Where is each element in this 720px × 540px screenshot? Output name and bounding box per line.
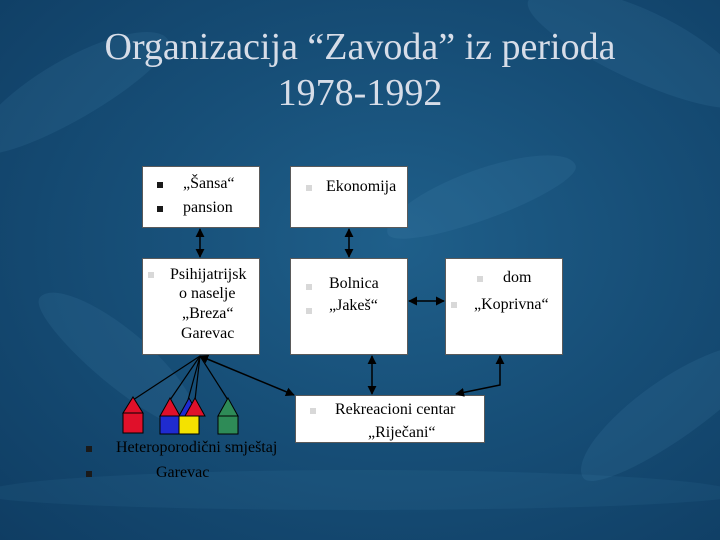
line-to-house-blue	[169, 355, 201, 401]
dom-line-2: „Koprivna“	[474, 296, 549, 313]
psihijatrijsko-line-3: „Breza“	[182, 305, 234, 322]
bullet-icon	[306, 308, 312, 314]
sansa-line-1: „Šansa“	[183, 175, 235, 192]
ekonomija-label: Ekonomija	[326, 178, 397, 195]
bullet-icon	[86, 471, 92, 477]
bullet-icon	[310, 408, 316, 414]
box-rekreacioni-centar	[295, 395, 485, 443]
slide-title: Organizacija “Zavoda” iz perioda 1978-19…	[0, 24, 720, 116]
house-red-icon	[122, 396, 144, 434]
arrow-dom-rekreacioni	[455, 355, 505, 397]
box-psihijatrijsko-naselje	[142, 258, 260, 355]
bullet-icon	[148, 272, 154, 278]
title-line-2: 1978-1992	[277, 72, 443, 114]
box-bolnica-jakes	[290, 258, 408, 355]
line-to-house-red	[132, 355, 201, 401]
psihijatrijsko-line-1: Psihijatrijsk	[170, 266, 247, 283]
background-leaf	[0, 470, 720, 510]
line-to-house-red-2	[194, 355, 201, 401]
rekreacioni-line-1: Rekreacioni centar	[335, 401, 456, 418]
line-to-house-green	[199, 355, 229, 401]
house-blue-icon	[159, 396, 181, 435]
bullet-icon	[86, 446, 92, 452]
box-sansa-pansion	[142, 166, 260, 228]
sansa-line-2: pansion	[183, 199, 233, 216]
line-to-house-yellow	[187, 355, 201, 401]
bullet-icon	[451, 302, 457, 308]
house-green-icon	[217, 396, 239, 435]
bullet-icon	[306, 185, 312, 191]
bolnica-line-2: „Jakeš“	[329, 297, 378, 314]
dom-line-1: dom	[503, 269, 532, 286]
bullet-icon	[306, 284, 312, 290]
heteroporodicni-line-2: Garevac	[156, 464, 210, 481]
bullet-icon	[157, 182, 163, 188]
house-red-2-icon	[184, 396, 206, 417]
heteroporodicni-line-1: Heteroporodični smještaj	[116, 439, 278, 456]
bolnica-line-1: Bolnica	[329, 275, 379, 292]
bullet-icon	[157, 206, 163, 212]
arrow-psihijatrijsko-rekreacioni	[199, 354, 295, 397]
box-ekonomija	[290, 166, 408, 228]
rekreacioni-line-2: „Riječani“	[368, 424, 436, 441]
title-line-1: Organizacija “Zavoda” iz perioda	[104, 26, 616, 68]
psihijatrijsko-line-2: o naselje	[179, 285, 236, 302]
box-dom-koprivna	[445, 258, 563, 355]
psihijatrijsko-line-4: Garevac	[181, 325, 235, 342]
bullet-icon	[477, 276, 483, 282]
